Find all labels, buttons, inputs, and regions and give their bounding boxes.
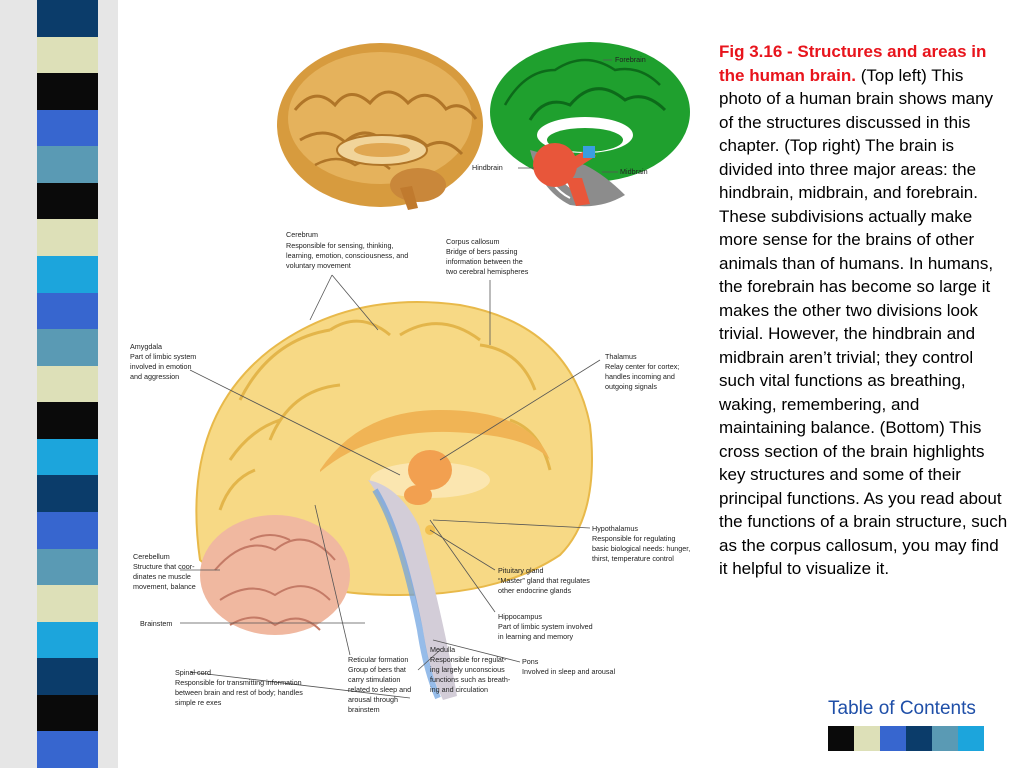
swatch-black (828, 726, 854, 751)
stripe-block (37, 585, 98, 622)
cerebrum-desc-3: voluntary movement (286, 261, 351, 270)
amygdala-desc-1: Part of limbic system (130, 352, 196, 361)
hypothalamus-desc-3: thirst, temperature control (592, 554, 674, 563)
spinal-cord-desc-1: Responsible for transmitting information (175, 678, 302, 687)
medulla-desc-4: ing and circulation (430, 685, 488, 694)
stripe-block (37, 695, 98, 732)
color-swatch-bar (828, 726, 1008, 751)
decorative-color-blocks (37, 0, 98, 768)
cerebrum-desc-1: Responsible for sensing, thinking, (286, 241, 393, 250)
amygdala-name: Amygdala (130, 342, 162, 351)
medulla-desc-1: Responsible for regulat- (430, 655, 507, 664)
reticular-desc-3: related to sleep and (348, 685, 411, 694)
hippocampus-name: Hippocampus (498, 612, 542, 621)
corpus-callosum-name: Corpus callosum (446, 237, 500, 246)
stripe-block (37, 512, 98, 549)
hypothalamus-name: Hypothalamus (592, 524, 638, 533)
hippocampus-desc-1: Part of limbic system involved (498, 622, 593, 631)
pituitary-desc-1: “Master” gland that regulates (498, 576, 590, 585)
reticular-desc-1: Group of bers that (348, 665, 406, 674)
stripe-block (37, 658, 98, 695)
hypothalamus-desc-2: basic biological needs: hunger, (592, 544, 690, 553)
cerebellum-desc-3: movement, balance (133, 582, 196, 591)
hypothalamus-desc-1: Responsible for regulating (592, 534, 676, 543)
swatch-blue (880, 726, 906, 751)
stripe-block (37, 475, 98, 512)
hippocampus-desc-2: in learning and memory (498, 632, 574, 641)
cerebrum-name: Cerebrum (286, 230, 318, 239)
pituitary-name: Pituitary gland (498, 566, 544, 575)
thalamus-desc-3: outgoing signals (605, 382, 657, 391)
stripe-block (37, 183, 98, 220)
reticular-name: Reticular formation (348, 655, 408, 664)
cerebellum-desc-1: Structure that coor- (133, 562, 195, 571)
medulla-name: Medulla (430, 645, 455, 654)
medulla-desc-2: ing largely unconscious (430, 665, 505, 674)
pons-desc-1: Involved in sleep and arousal (522, 667, 616, 676)
stripe-block (37, 73, 98, 110)
table-of-contents-link[interactable]: Table of Contents (828, 698, 976, 720)
corpus-callosum-desc-1: Bridge of bers passing (446, 247, 518, 256)
hindbrain-label: Hindbrain (472, 163, 503, 172)
caption-body: (Top left) This photo of a human brain s… (719, 66, 1007, 579)
stripe-block (37, 293, 98, 330)
pons-name: Pons (522, 657, 539, 666)
swatch-cream (854, 726, 880, 751)
thalamus-desc-1: Relay center for cortex; (605, 362, 679, 371)
stripe-block (37, 549, 98, 586)
stripe-block (37, 256, 98, 293)
pituitary-desc-2: other endocrine glands (498, 586, 572, 595)
brain-photo (277, 43, 483, 210)
stripe-block (37, 366, 98, 403)
stripe-block (37, 110, 98, 147)
stripe-block (37, 37, 98, 74)
stripe-block (37, 439, 98, 476)
stripe-block (37, 622, 98, 659)
thalamus-desc-2: handles incoming and (605, 372, 675, 381)
amygdala-desc-2: involved in emotion (130, 362, 192, 371)
reticular-desc-2: carry stimulation (348, 675, 400, 684)
cerebellum-name: Cerebellum (133, 552, 170, 561)
corpus-callosum-desc-2: information between the (446, 257, 523, 266)
forebrain-label: Forebrain (615, 55, 646, 64)
spinal-cord-name: Spinal cord (175, 668, 211, 677)
stripe-block (37, 0, 98, 37)
swatch-navy (906, 726, 932, 751)
thalamus-name: Thalamus (605, 352, 637, 361)
brain-divisions-diagram: Forebrain Hindbrain Midbrain (472, 42, 690, 206)
figure-caption: Fig 3.16 - Structures and areas in the h… (719, 40, 1009, 581)
stripe-block (37, 402, 98, 439)
amygdala-desc-3: and aggression (130, 372, 179, 381)
spinal-cord-desc-2: between brain and rest of body; handles (175, 688, 303, 697)
medulla-desc-3: functions such as breath- (430, 675, 511, 684)
reticular-desc-4: arousal through (348, 695, 398, 704)
brainstem-name: Brainstem (140, 619, 172, 628)
swatch-steel (932, 726, 958, 751)
cerebellum-desc-2: dinates ne muscle (133, 572, 191, 581)
stripe-block (37, 731, 98, 768)
stripe-block (37, 219, 98, 256)
swatch-cyan (958, 726, 984, 751)
brain-figure: Forebrain Hindbrain Midbrain Cere (100, 0, 700, 768)
reticular-desc-5: brainstem (348, 705, 380, 714)
cerebrum-desc-2: learning, emotion, consciousness, and (286, 251, 408, 260)
stripe-block (37, 329, 98, 366)
stripe-block (37, 146, 98, 183)
corpus-callosum-desc-3: two cerebral hemispheres (446, 267, 529, 276)
spinal-cord-desc-3: simple re exes (175, 698, 222, 707)
midbrain-label: Midbrain (620, 167, 648, 176)
